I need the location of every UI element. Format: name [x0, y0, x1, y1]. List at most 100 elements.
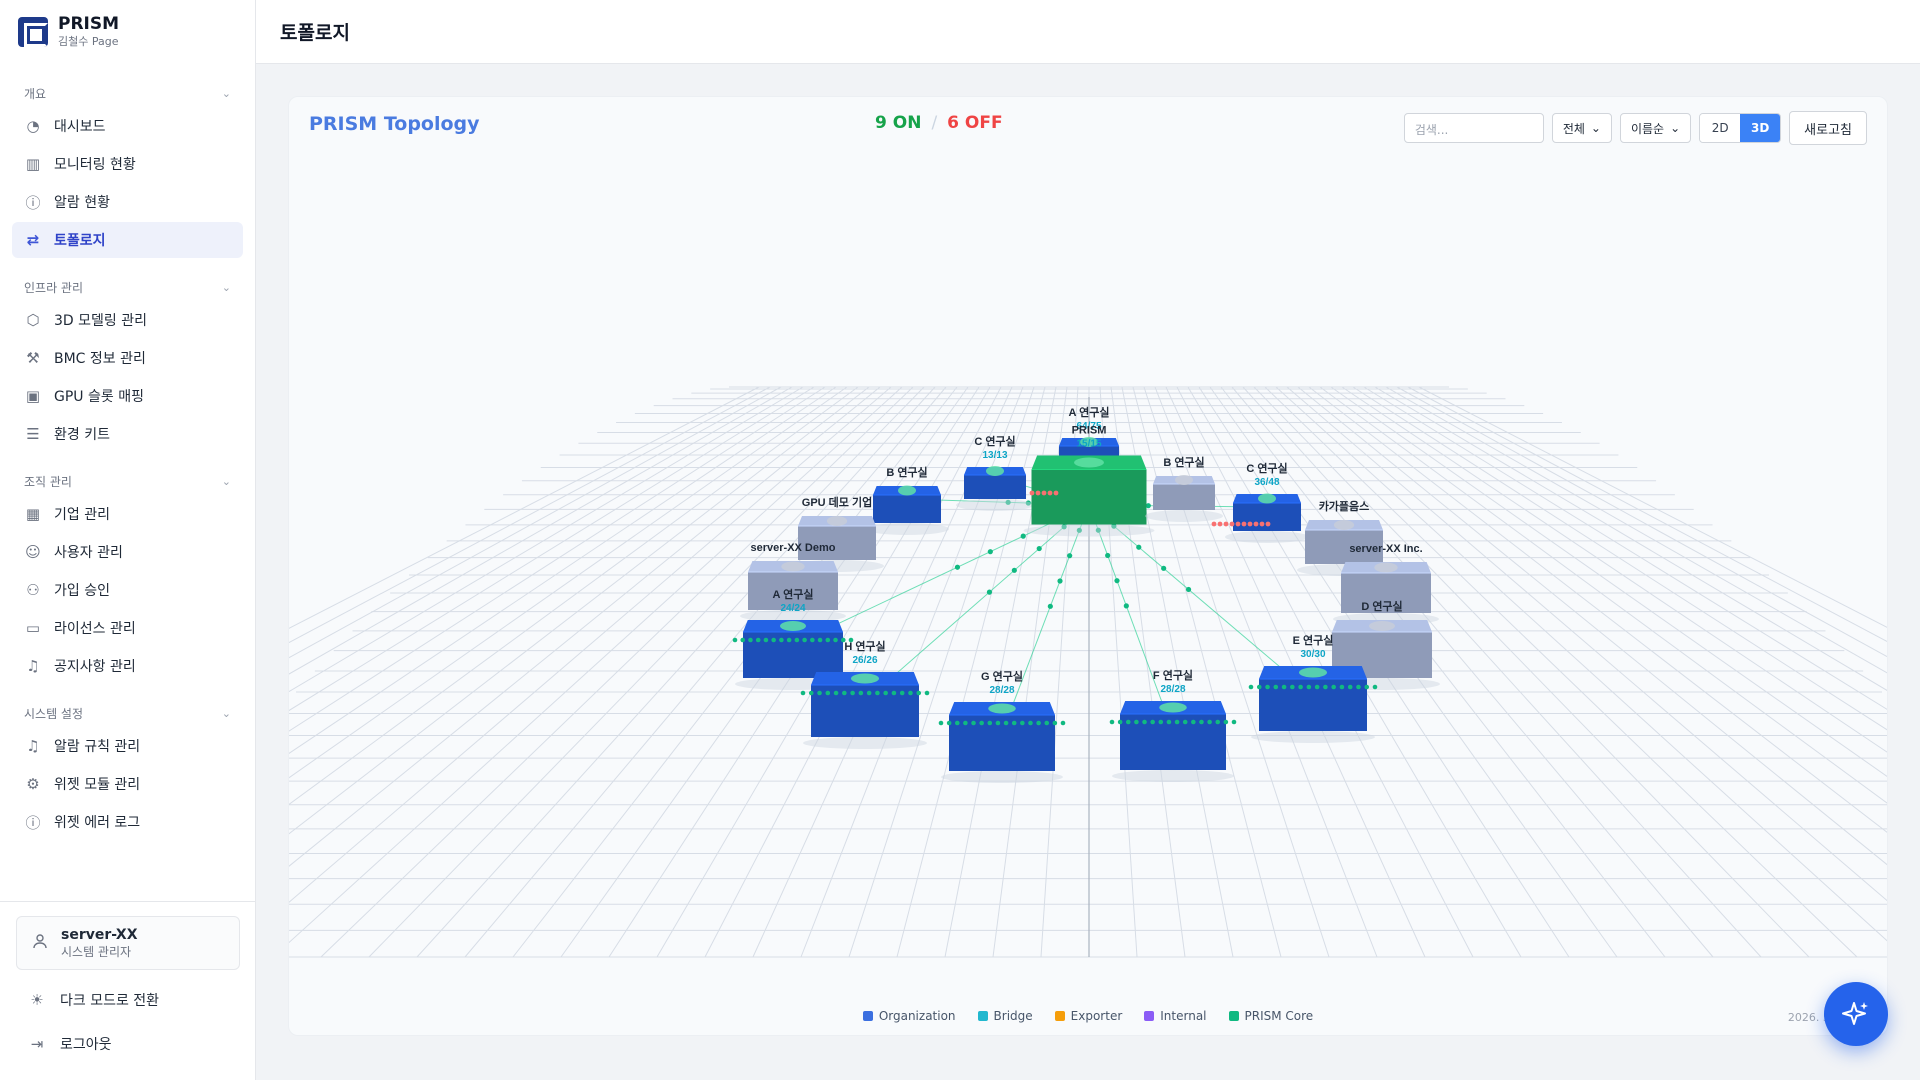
- node-shadow: [1145, 510, 1223, 522]
- node-label: 카가플음스: [1319, 499, 1370, 513]
- node-shadow: [956, 499, 1034, 511]
- sidebar-item[interactable]: ▥모니터링 현황: [12, 146, 243, 182]
- section-label: 개요: [24, 86, 47, 101]
- port-dot: [1109, 719, 1115, 725]
- sidebar-item[interactable]: ☰환경 키트: [12, 416, 243, 452]
- port-dot: [1125, 719, 1131, 725]
- port-dot: [1044, 720, 1050, 726]
- node-label: F 연구실: [1153, 668, 1193, 682]
- port-dot: [1166, 719, 1172, 725]
- status-pill: [781, 561, 805, 572]
- brand[interactable]: PRISM 김철수 Page: [0, 0, 255, 64]
- pie-chart-icon: ◔: [26, 117, 40, 135]
- port-dot: [1347, 684, 1353, 690]
- status-pill: [1080, 437, 1098, 447]
- chevron-down-icon: ⌄: [221, 280, 231, 294]
- port-dot: [802, 637, 807, 643]
- node-front-face: [748, 572, 838, 610]
- node-label: PRISM: [1072, 425, 1107, 437]
- topology-node[interactable]: server-XX Demo: [740, 542, 846, 622]
- status-pill: [826, 516, 848, 526]
- topology-node[interactable]: B 연구실: [865, 465, 949, 535]
- bar-chart-icon: ▥: [25, 155, 41, 173]
- topology-node[interactable]: B 연구실: [1145, 455, 1223, 522]
- sidebar-item[interactable]: ◔대시보드: [12, 108, 243, 144]
- view-3d-button[interactable]: 3D: [1740, 114, 1781, 142]
- port-dot: [1215, 719, 1221, 725]
- legend-label: PRISM Core: [1244, 1009, 1314, 1023]
- node-front-face: [873, 495, 941, 523]
- node-shadow: [941, 771, 1063, 783]
- section-label: 인프라 관리: [24, 280, 84, 295]
- section-title[interactable]: 개요⌄: [0, 80, 255, 106]
- status-pill: [1074, 457, 1104, 468]
- status-pill: [1374, 562, 1398, 573]
- sidebar-item[interactable]: ♫알람 규칙 관리: [12, 728, 243, 764]
- sidebar-item-label: 위젯 모듈 관리: [54, 777, 141, 793]
- sidebar-item[interactable]: ▦기업 관리: [12, 496, 243, 532]
- sidebar-item[interactable]: ▭라이선스 관리: [12, 610, 243, 646]
- view-2d-button[interactable]: 2D: [1700, 114, 1741, 142]
- on-count: 9 ON: [875, 113, 922, 133]
- user-card[interactable]: server-XX 시스템 관리자: [16, 916, 240, 970]
- brand-name: PRISM: [58, 14, 120, 34]
- logout-button[interactable]: ⇥ 로그아웃: [16, 1022, 240, 1066]
- sidebar-item[interactable]: ⇄토폴로지: [12, 222, 243, 258]
- port-dot: [1248, 684, 1254, 690]
- bell-icon: ♫: [26, 657, 40, 675]
- port-dot: [1281, 684, 1287, 690]
- filter-select[interactable]: 전체 ⌄: [1551, 113, 1612, 143]
- sort-select[interactable]: 이름순 ⌄: [1619, 113, 1692, 143]
- port-dot: [1290, 684, 1295, 690]
- sidebar-item[interactable]: ⬡3D 모델링 관리: [12, 302, 243, 338]
- refresh-button[interactable]: 새로고침: [1789, 111, 1867, 145]
- sidebar-item[interactable]: ⚇가입 승인: [12, 572, 243, 608]
- dark-mode-toggle[interactable]: ☀ 다크 모드로 전환: [16, 978, 240, 1022]
- section-title[interactable]: 인프라 관리 ⌄: [0, 274, 255, 300]
- book-icon: ▭: [25, 619, 41, 637]
- sidebar-item-label: 사용자 관리: [54, 545, 123, 561]
- topology-node[interactable]: D 연구실: [1324, 599, 1440, 690]
- sidebar-item[interactable]: ⚒BMC 정보 관리: [12, 340, 243, 376]
- port-dot: [825, 637, 831, 643]
- sidebar-item[interactable]: ☺사용자 관리: [12, 534, 243, 570]
- section-title[interactable]: 조직 관리⌄: [0, 468, 255, 494]
- port-dot: [833, 690, 839, 696]
- node-shadow: [1023, 524, 1155, 537]
- port-dot: [908, 690, 913, 696]
- section-title[interactable]: 시스템 설정⌄: [0, 700, 255, 726]
- port-dot: [1182, 719, 1188, 725]
- ai-assistant-button[interactable]: [1824, 982, 1888, 1046]
- user-icon: [31, 933, 49, 953]
- sidebar-item-label: 알람 규칙 관리: [54, 739, 141, 755]
- search-input[interactable]: 검색...: [1403, 113, 1544, 143]
- chevron-down-icon: ⌄: [1590, 121, 1601, 135]
- legend-item: Internal: [1144, 1009, 1207, 1023]
- sidebar-item[interactable]: ▣GPU 슬롯 매핑: [12, 378, 243, 414]
- page-title: 토폴로지: [280, 22, 350, 44]
- legend-swatch: [862, 1011, 873, 1021]
- node-label: D 연구실: [1361, 599, 1402, 613]
- legend-swatch: [1228, 1011, 1239, 1021]
- port-dot: [833, 637, 838, 643]
- database-icon: ☰: [26, 425, 40, 443]
- port-dot: [1020, 720, 1025, 726]
- sidebar-item[interactable]: ⚙위젯 모듈 관리: [12, 766, 243, 802]
- node-label: A 연구실: [773, 587, 814, 601]
- sparkle-icon: [1842, 1002, 1868, 1025]
- sidebar-item[interactable]: ♫공지사항 관리: [12, 648, 243, 684]
- status-pill: [1298, 667, 1328, 678]
- legend-label: Internal: [1160, 1009, 1207, 1023]
- topology-node[interactable]: GPU 데모 기업: [790, 495, 884, 572]
